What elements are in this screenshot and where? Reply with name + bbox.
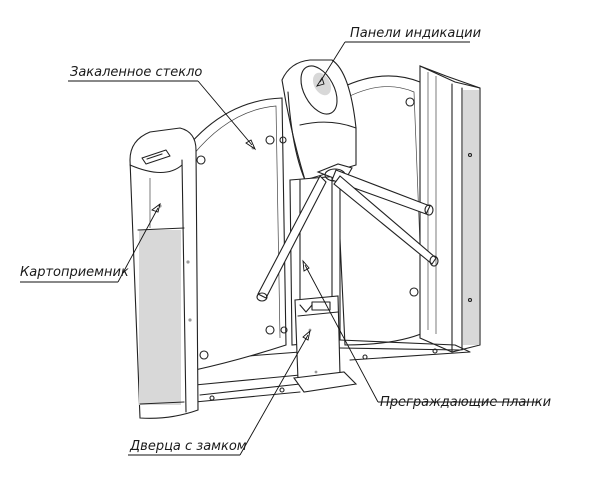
locked-door (293, 295, 358, 393)
label-indicator-panels: Панели индикации (350, 26, 482, 41)
barrier-arms (256, 169, 439, 302)
label-locked-door: Дверца с замком (130, 439, 247, 454)
left-glass-wing (184, 97, 288, 371)
label-tempered-glass: Закаленное стекло (70, 65, 203, 80)
right-cabinet (419, 65, 481, 353)
label-barrier-arms: Преграждающие планки (380, 395, 552, 410)
left-cabinet (129, 127, 199, 419)
leader-lines (20, 41, 540, 456)
label-card-collector: Картоприемник (20, 265, 129, 280)
